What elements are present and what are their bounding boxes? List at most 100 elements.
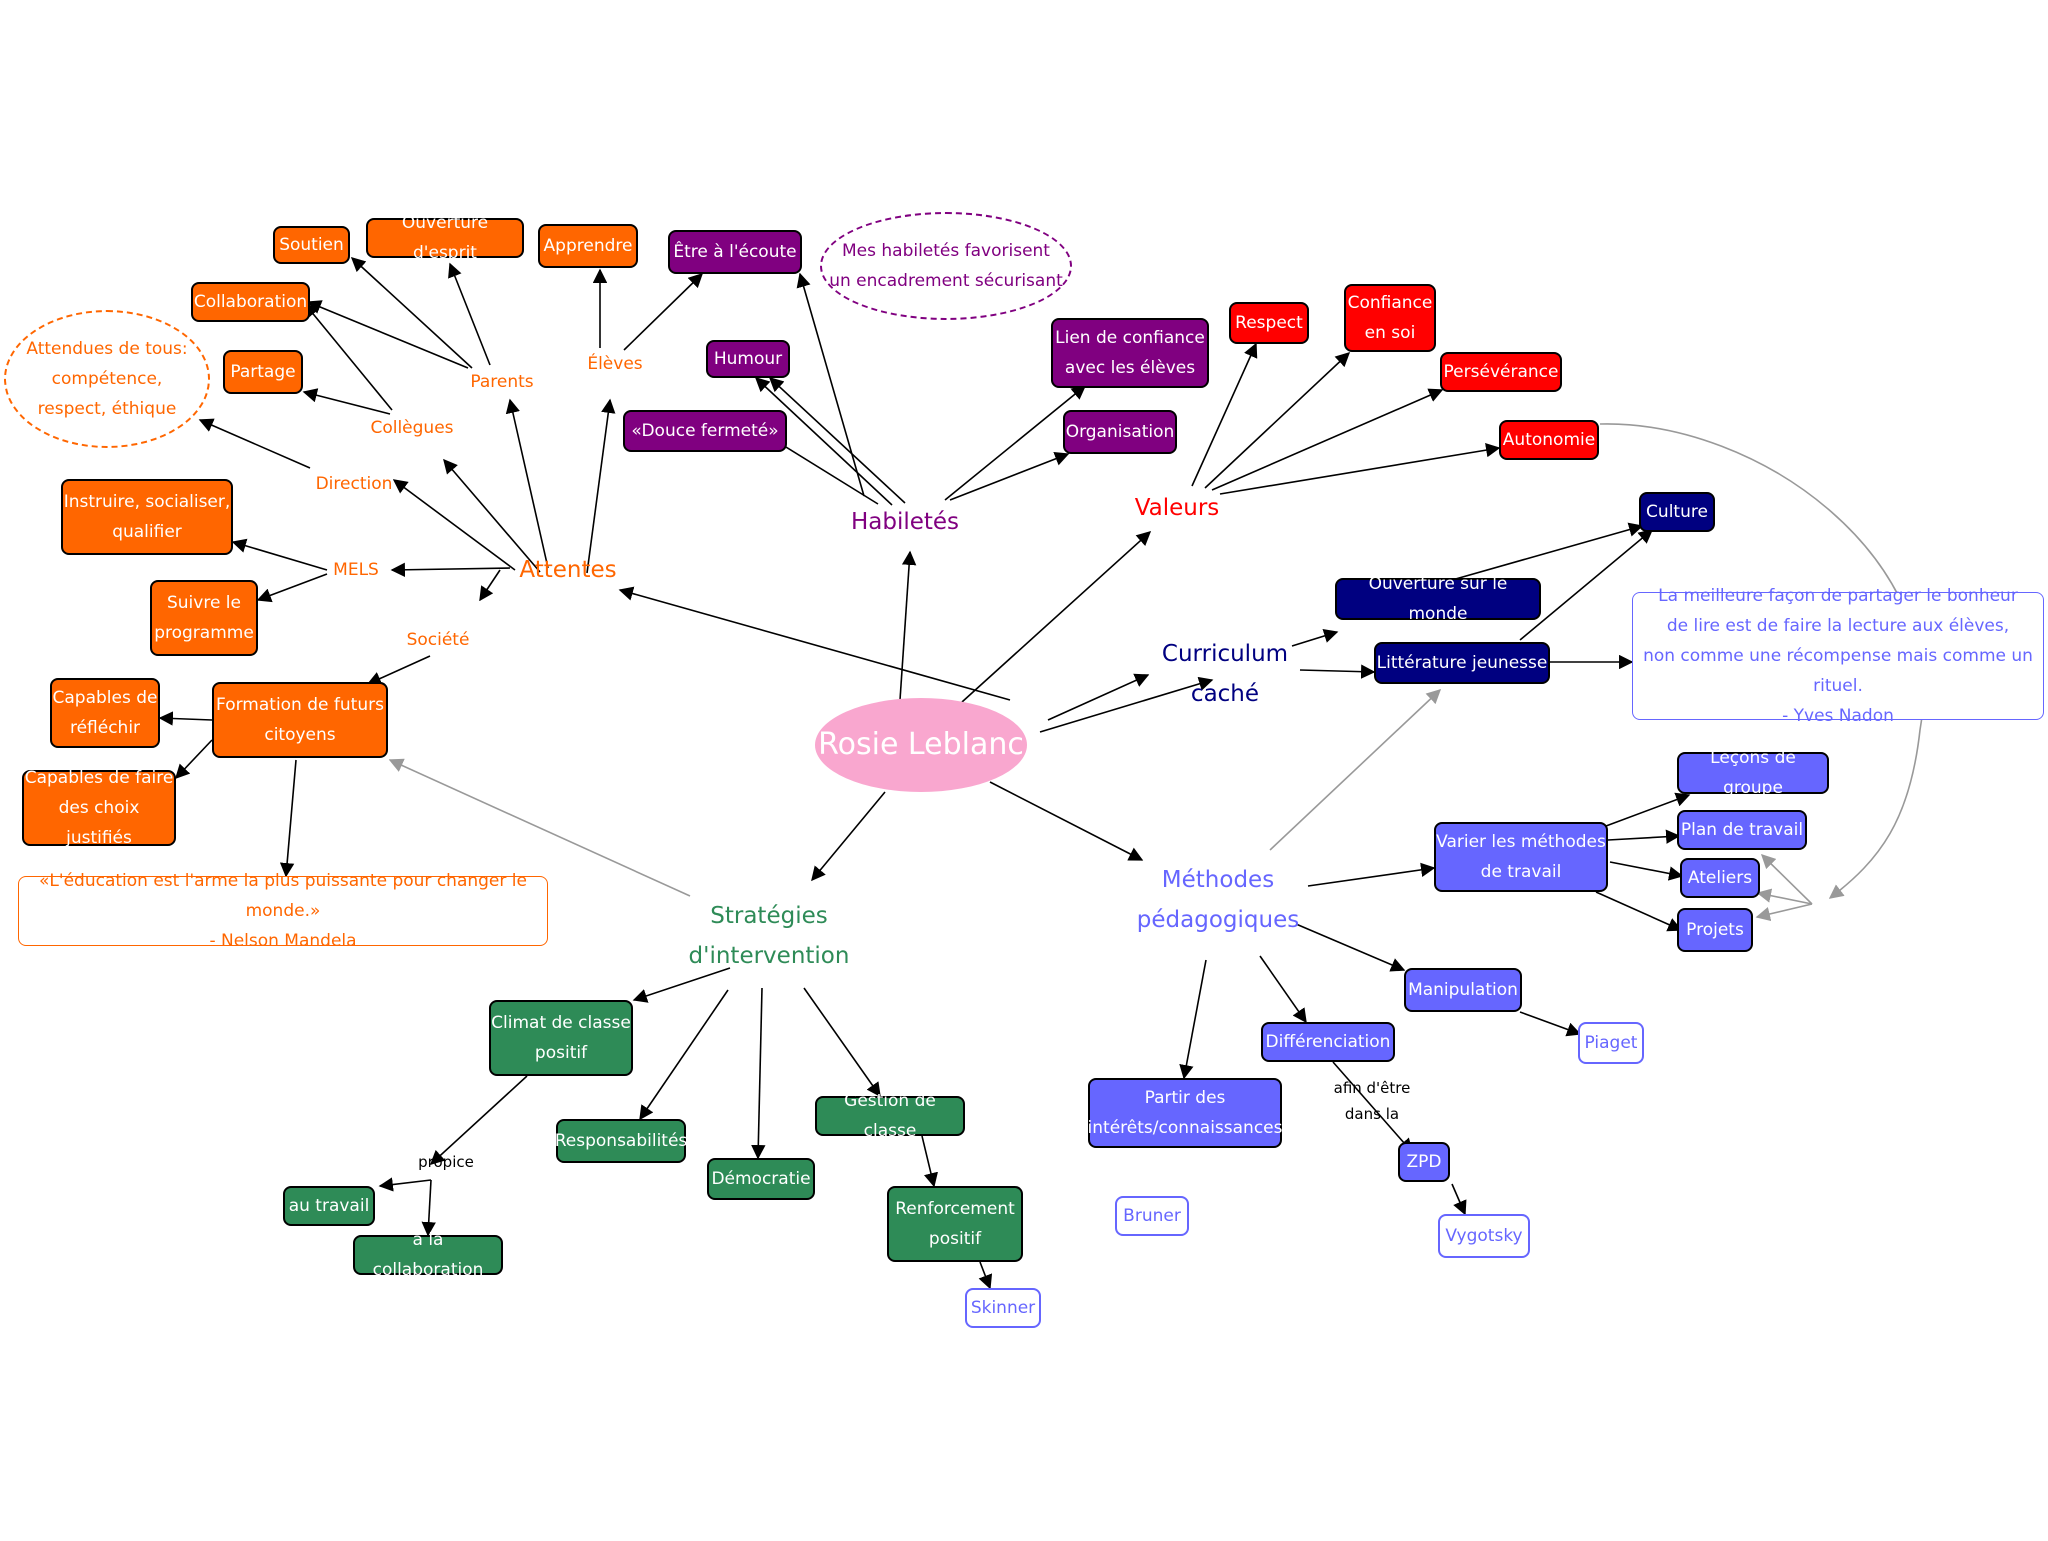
connector-arrow xyxy=(1047,673,1150,721)
node-etre-a-l-ecoute[interactable]: Être à l'écoute xyxy=(668,230,802,274)
node-piaget[interactable]: Piaget xyxy=(1578,1022,1644,1064)
node-plan-de-travail[interactable]: Plan de travail xyxy=(1677,810,1807,850)
grey-arrow-to-projets xyxy=(1755,903,1813,922)
node-capables-reflechir[interactable]: Capables de réfléchir xyxy=(50,678,160,748)
node-ouverture-sur-le-monde[interactable]: Ouverture sur le monde xyxy=(1335,574,1541,624)
node-perseverance[interactable]: Persévérance xyxy=(1440,352,1562,392)
connector-arrow xyxy=(1259,955,1307,1024)
connector-arrow xyxy=(899,550,917,701)
quote-mandela: «L'éducation est l'arme la plus puissant… xyxy=(18,871,548,951)
node-eleves[interactable]: Élèves xyxy=(587,354,643,374)
node-differenciation[interactable]: Différenciation xyxy=(1261,1022,1395,1062)
center-node[interactable]: Rosie Leblanc xyxy=(815,698,1027,792)
node-vygotsky[interactable]: Vygotsky xyxy=(1438,1214,1530,1258)
node-direction[interactable]: Direction xyxy=(315,474,393,494)
node-douce-fermete[interactable]: «Douce fermeté» xyxy=(623,410,787,452)
connector-arrow xyxy=(429,1075,528,1165)
connector-arrow xyxy=(811,791,886,882)
connector-arrow xyxy=(302,388,391,415)
connector-arrow xyxy=(306,300,469,369)
node-ouverture-esprit[interactable]: Ouverture d'esprit xyxy=(366,213,524,263)
connector-arrow xyxy=(989,781,1144,861)
node-organisation[interactable]: Organisation xyxy=(1063,410,1177,454)
node-mels[interactable]: MELS xyxy=(333,560,379,580)
connector-arrow xyxy=(421,1179,436,1237)
node-humour[interactable]: Humour xyxy=(706,340,790,378)
node-zpd[interactable]: ZPD xyxy=(1398,1142,1450,1182)
connector-arrow xyxy=(392,479,516,571)
node-parents[interactable]: Parents xyxy=(470,372,534,392)
node-lien-confiance[interactable]: Lien de confiance avec les élèves xyxy=(1051,318,1209,388)
connector-arrow xyxy=(175,739,213,780)
connector-arrow xyxy=(304,302,393,411)
connector-arrow xyxy=(618,586,1011,701)
node-lecons-de-groupe[interactable]: Leçons de groupe xyxy=(1677,748,1829,798)
connector-arrow xyxy=(632,967,731,1003)
node-confiance-en-soi[interactable]: Confiance en soi xyxy=(1344,284,1436,352)
node-autonomie[interactable]: Autonomie xyxy=(1499,420,1599,460)
node-collaboration[interactable]: Collaboration xyxy=(191,282,310,322)
connector-arrow xyxy=(1607,829,1681,844)
connector-arrow xyxy=(623,272,704,351)
node-ateliers[interactable]: Ateliers xyxy=(1680,858,1760,898)
connector-arrow xyxy=(1595,891,1683,932)
node-a-la-collaboration[interactable]: à la collaboration xyxy=(353,1230,503,1280)
node-soutien[interactable]: Soutien xyxy=(273,226,350,264)
node-manipulation[interactable]: Manipulation xyxy=(1404,968,1522,1012)
node-societe[interactable]: Société xyxy=(406,630,470,650)
node-responsabilites[interactable]: Responsabilités xyxy=(555,1119,687,1163)
connector-arrow xyxy=(366,655,431,686)
connector-arrow xyxy=(921,1135,938,1188)
node-climat-de-classe[interactable]: Climat de classe positif xyxy=(489,1000,633,1076)
connector-arrow xyxy=(479,569,501,602)
connector-arrow xyxy=(1307,862,1436,887)
node-gestion-de-classe[interactable]: Gestion de classe xyxy=(815,1091,965,1141)
node-au-travail[interactable]: au travail xyxy=(283,1186,375,1226)
node-collegues[interactable]: Collègues xyxy=(370,418,454,438)
connector-arrow xyxy=(505,398,549,569)
branch-habiletes[interactable]: Habiletés xyxy=(850,509,960,535)
node-capables-choix[interactable]: Capables de faire des choix justifiés xyxy=(22,768,176,848)
connector-arrow xyxy=(1605,792,1691,827)
node-bruner[interactable]: Bruner xyxy=(1115,1196,1189,1236)
connector-arrow xyxy=(949,451,1070,501)
connector-arrow xyxy=(639,989,729,1121)
connector-arrow xyxy=(751,987,766,1160)
connector-arrow xyxy=(754,377,893,506)
note-habiletes: Mes habiletés favorisent un encadrement … xyxy=(820,212,1072,320)
connector-arrow xyxy=(961,531,1152,703)
node-culture[interactable]: Culture xyxy=(1639,492,1715,532)
connector-arrow xyxy=(1219,443,1501,495)
node-apprendre[interactable]: Apprendre xyxy=(538,224,638,268)
branch-attentes[interactable]: Attentes xyxy=(519,557,617,583)
branch-methodes[interactable]: Méthodes pédagogiques xyxy=(1136,867,1300,933)
node-varier-methodes[interactable]: Varier les méthodes de travail xyxy=(1434,822,1608,892)
node-partage[interactable]: Partage xyxy=(223,350,303,394)
connector-arrow xyxy=(231,538,328,571)
node-instruire[interactable]: Instruire, socialiser, qualifier xyxy=(61,479,233,555)
node-skinner[interactable]: Skinner xyxy=(965,1288,1041,1328)
connector-arrow xyxy=(768,377,906,504)
connector-arrow xyxy=(158,711,213,726)
node-suivre-programme[interactable]: Suivre le programme xyxy=(150,580,258,656)
node-respect[interactable]: Respect xyxy=(1229,302,1309,344)
connector-arrow xyxy=(1204,352,1351,489)
connector-arrow xyxy=(1519,1011,1582,1037)
node-litterature-jeunesse[interactable]: Littérature jeunesse xyxy=(1374,642,1550,684)
branch-curriculum[interactable]: Curriculum caché xyxy=(1161,641,1289,707)
connector-arrow xyxy=(978,1261,993,1290)
connector-arrow xyxy=(1291,628,1339,647)
branch-strategies[interactable]: Stratégies d'intervention xyxy=(688,903,850,969)
node-projets[interactable]: Projets xyxy=(1677,908,1753,952)
node-renforcement-positif[interactable]: Renforcement positif xyxy=(887,1186,1023,1262)
grey-arrow-to-plan xyxy=(1760,853,1813,905)
connector-arrow xyxy=(350,257,473,369)
node-partir-des-interets[interactable]: Partir des intérêts/connaissances xyxy=(1088,1078,1282,1148)
connector-arrow xyxy=(1451,522,1644,581)
node-democratie[interactable]: Démocratie xyxy=(707,1158,815,1200)
node-formation-citoyens[interactable]: Formation de futurs citoyens xyxy=(212,682,388,758)
grey-arrow-to-ateliers xyxy=(1756,888,1813,905)
note-attendues-de-tous: Attendues de tous: compétence, respect, … xyxy=(4,310,210,448)
branch-valeurs[interactable]: Valeurs xyxy=(1134,495,1220,521)
